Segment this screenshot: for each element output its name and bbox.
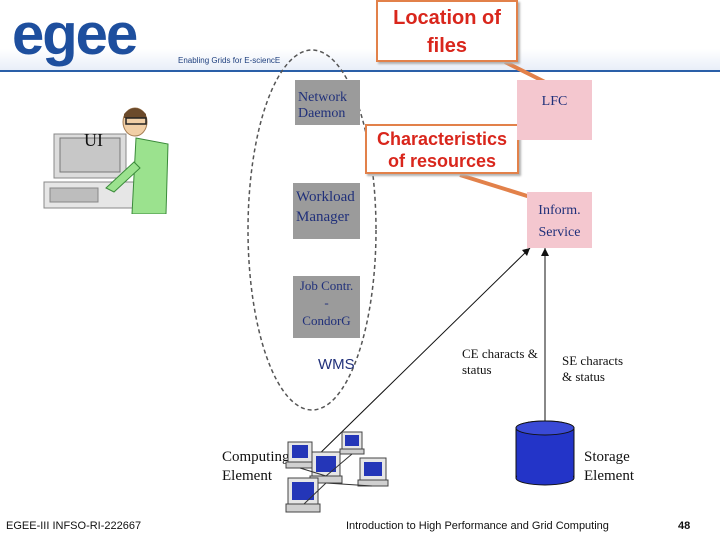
cluster-computer-2 [339,431,365,455]
lfc-box: LFC [517,80,592,140]
location-pointer [504,60,546,84]
footer-project-id: EGEE-III INFSO-RI-222667 [6,520,142,532]
storage-element-label: Storage Element [584,449,634,484]
tagline: Enabling Grids for E-sciencE [178,56,281,65]
ce-characts-label: CE characts & status [462,346,538,377]
user-at-computer-icon [43,107,169,215]
egee-logo: egee [12,2,138,67]
se-characts-label: SE characts & status [562,353,624,384]
header-divider [0,70,720,72]
job-controller-box: Job Contr. - CondorG [293,276,360,338]
network-daemon-label: Network Daemon [298,90,347,121]
inform-service-label: Inform. Service [538,203,581,240]
job-contr-label-3: CondorG [302,313,351,328]
wms-boundary [247,49,377,411]
ui-workstation: UI [40,98,170,215]
workload-manager-label: Workload Manager [296,189,355,225]
callout-characteristics: Characteristics of resources [365,124,519,174]
job-contr-label-2: - [324,295,329,310]
job-contr-label-1: Job Contr. [299,278,354,293]
ce-arrowhead [522,248,530,256]
network-daemon-box: Network Daemon [295,80,360,125]
computer-cluster-icon [285,431,389,513]
header-bar [0,0,720,70]
ui-label: UI [84,130,103,150]
storage-cylinder-icon [515,420,575,486]
lfc-label: LFC [541,94,568,109]
characteristics-pointer [459,173,541,202]
cluster-computer-5 [285,477,321,513]
callout-location-of-files: Location of files [376,0,518,62]
footer-title: Introduction to High Performance and Gri… [346,520,609,532]
inform-service-box: Inform. Service [527,192,592,248]
ce-to-is-arrow [309,247,531,464]
cluster-computer-4 [357,457,389,487]
se-arrowhead [541,248,549,256]
page-number: 48 [678,520,691,532]
workload-manager-box: Workload Manager [293,183,360,239]
wms-label: WMS [318,356,355,373]
cluster-computer-1 [285,441,315,469]
computing-element-label: Computing Element [222,449,290,484]
